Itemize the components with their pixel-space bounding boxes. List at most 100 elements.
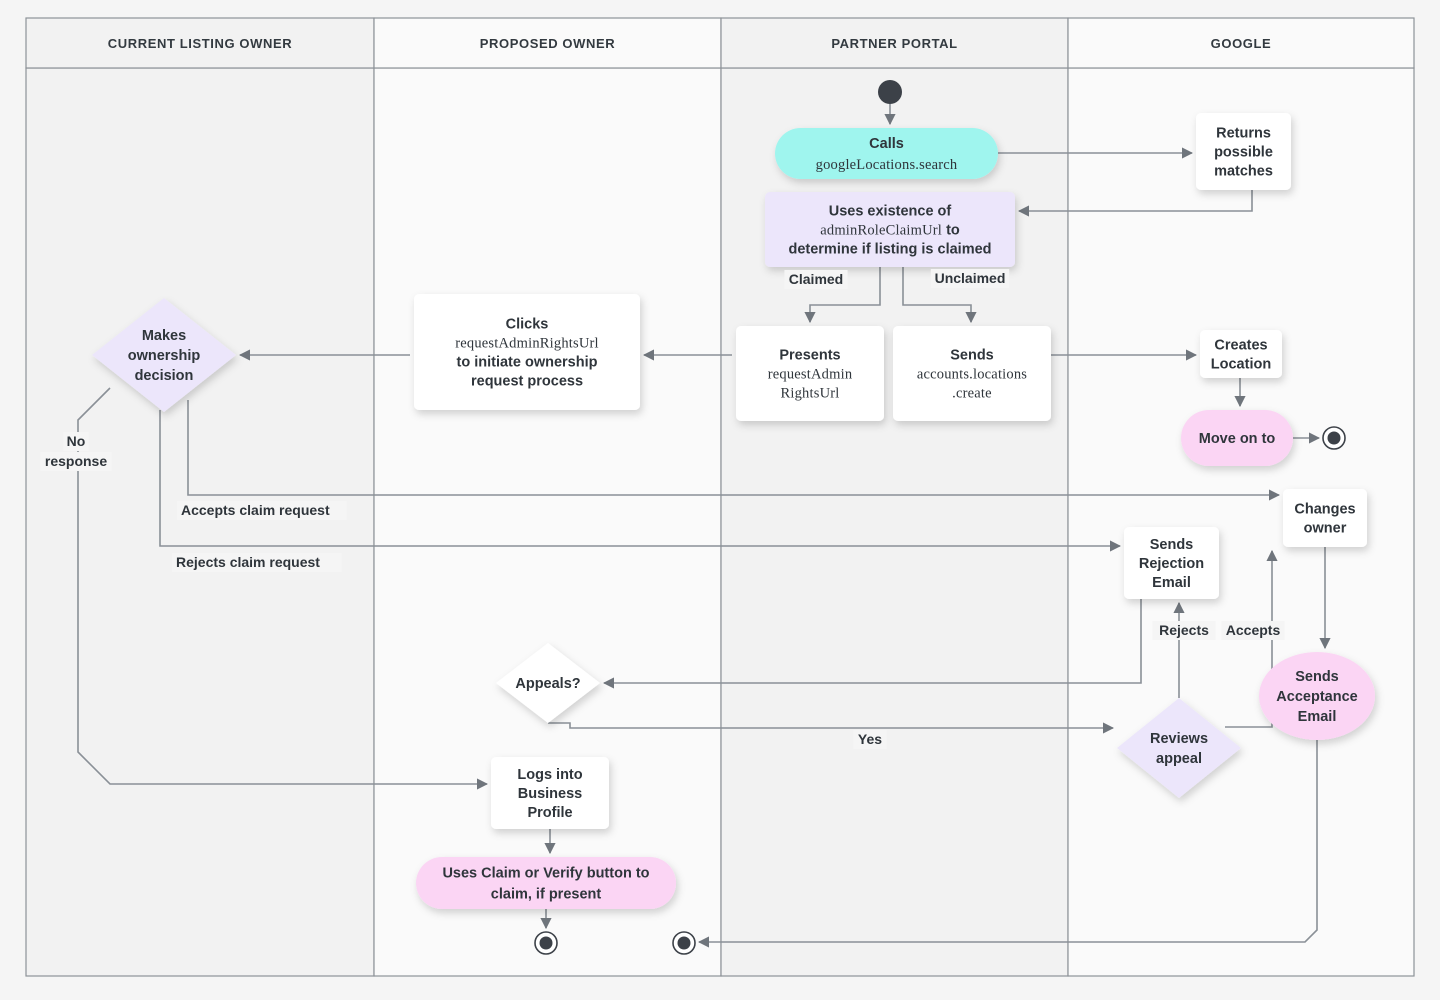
swimlane-header-label-partner-portal: PARTNER PORTAL — [831, 36, 957, 51]
node-end-google[interactable] — [1322, 426, 1346, 450]
node-label-reviews-appeal: appeal — [1156, 751, 1202, 767]
node-start[interactable] — [878, 80, 902, 104]
edge-label-rejects-claim-request: Rejects claim request — [176, 554, 320, 570]
end-circle-inner-icon — [1327, 431, 1341, 445]
node-label-uses-claim-verify: Uses Claim or Verify button to — [442, 866, 649, 882]
swimlane-header-google — [1067, 17, 1415, 69]
node-label-sends-rejection-email: Sends — [1150, 537, 1194, 553]
node-end-proposed-owner[interactable] — [534, 931, 558, 955]
node-label-sends-acceptance-email: Sends — [1295, 669, 1339, 685]
node-changes-owner[interactable]: Changes owner — [1283, 489, 1367, 547]
node-label-presents-url: Presents — [779, 348, 840, 364]
flow-nodes: Calls googleLocations.search Returnspossib… — [92, 80, 1375, 955]
node-label-sends-create: Sends — [950, 348, 994, 364]
node-shape-rect — [1196, 113, 1291, 190]
node-label-clicks-request: request process — [471, 374, 583, 390]
node-label-calls-search: Calls — [869, 136, 904, 152]
node-shape-diamond — [496, 643, 600, 723]
edge-label-backdrop — [853, 730, 887, 749]
node-label-returns-possible-matches: Returns — [1216, 126, 1271, 142]
node-shape-rect — [491, 757, 609, 829]
node-clicks-request[interactable]: Clicks requestAdminRightsUrl to initiate o… — [414, 294, 640, 410]
node-shape-rect — [1124, 527, 1219, 599]
node-label-uses-existence: Uses existence of — [829, 204, 952, 220]
node-shape-rect — [1283, 489, 1367, 547]
node-appeals[interactable]: Appeals? — [496, 643, 600, 723]
node-shape-diamond — [1117, 698, 1241, 798]
swimlane-header-current-listing-owner — [25, 17, 375, 69]
node-calls-search[interactable]: Calls googleLocations.search — [775, 128, 998, 179]
flow-edge-rejection-to-appeals — [602, 599, 1142, 689]
swimlane-header-label-current-listing-owner: CURRENT LISTING OWNER — [108, 36, 292, 51]
node-label-logs-into-business-profile: Logs into — [517, 767, 582, 783]
node-shape-pill — [1181, 410, 1293, 466]
node-label-sends-rejection-email: Rejection — [1139, 556, 1204, 572]
node-shape-rect — [414, 294, 640, 410]
node-label-makes-ownership-decision: Makes — [142, 328, 186, 344]
edge-label-rejects: Rejects — [1159, 622, 1209, 638]
node-label-uses-existence: determine if listing is claimed — [788, 242, 991, 258]
node-label-presents-url: requestAdmin — [768, 367, 853, 383]
flow-edge-returns-to-uses — [1017, 190, 1253, 217]
flow-edge-decision-no-response — [77, 387, 489, 790]
flow-edge-reviews-accepts — [1225, 549, 1278, 728]
node-label-uses-existence: adminRoleClaimUrl to — [820, 223, 960, 239]
node-end-partner-portal[interactable] — [672, 931, 696, 955]
node-label-logs-into-business-profile: Profile — [527, 805, 572, 821]
swimlane-body-proposed-owner — [373, 67, 722, 977]
node-label-clicks-request: requestAdminRightsUrl — [455, 336, 599, 352]
node-label-creates-location: Creates — [1214, 338, 1267, 354]
node-label-sends-rejection-email: Email — [1152, 575, 1191, 591]
node-label-sends-create: .create — [952, 386, 992, 402]
edge-label-backdrop — [1221, 621, 1285, 640]
node-shape-rect — [765, 192, 1015, 267]
edge-label-accepts: Accepts — [1226, 622, 1281, 638]
node-label-sends-acceptance-email: Email — [1298, 709, 1337, 725]
flow-edge-decision-accepts — [187, 400, 1281, 501]
node-label-appeals: Appeals? — [515, 676, 580, 692]
node-label-sends-acceptance-email: Acceptance — [1276, 689, 1357, 705]
edge-label-backdrop — [172, 553, 342, 572]
swimlane-header-partner-portal — [720, 17, 1069, 69]
end-circle-inner-icon — [677, 936, 691, 950]
flow-edge-uses-to-unclaimed — [902, 267, 977, 324]
edge-label-yes: Yes — [858, 731, 882, 747]
edge-label-backdrop — [63, 432, 89, 451]
edge-label-backdrop — [784, 270, 848, 289]
edge-label-claimed: Claimed — [789, 271, 843, 287]
node-label-makes-ownership-decision: decision — [135, 368, 194, 384]
swimlane-header-label-google: GOOGLE — [1211, 36, 1272, 51]
edge-label-backdrop — [930, 269, 1010, 288]
edge-label-accepts-claim-request: Accepts claim request — [181, 502, 330, 518]
node-label-clicks-request: Clicks — [506, 317, 549, 333]
node-move-on-to[interactable]: Move on to — [1181, 410, 1293, 466]
node-shape-rect — [1200, 330, 1282, 378]
node-shape-diamond — [92, 298, 236, 412]
node-label-clicks-request: to initiate ownership — [457, 355, 598, 371]
node-shape-pill — [416, 857, 676, 909]
edge-label-backdrop — [1152, 621, 1216, 640]
start-circle-icon — [878, 80, 902, 104]
node-shape-pill — [775, 128, 998, 179]
swimlane-body-current-listing-owner — [25, 67, 375, 977]
swimlane-header-label-proposed-owner: PROPOSED OWNER — [480, 36, 616, 51]
node-uses-existence[interactable]: Uses existence of adminRoleClaimUrl to det… — [765, 192, 1015, 267]
node-label-changes-owner: owner — [1304, 521, 1347, 537]
flow-connectors — [77, 104, 1331, 948]
node-label-changes-owner: Changes — [1294, 502, 1355, 518]
node-label-calls-search: googleLocations.search — [816, 157, 958, 173]
flow-edge-acceptance-to-end — [697, 740, 1318, 948]
